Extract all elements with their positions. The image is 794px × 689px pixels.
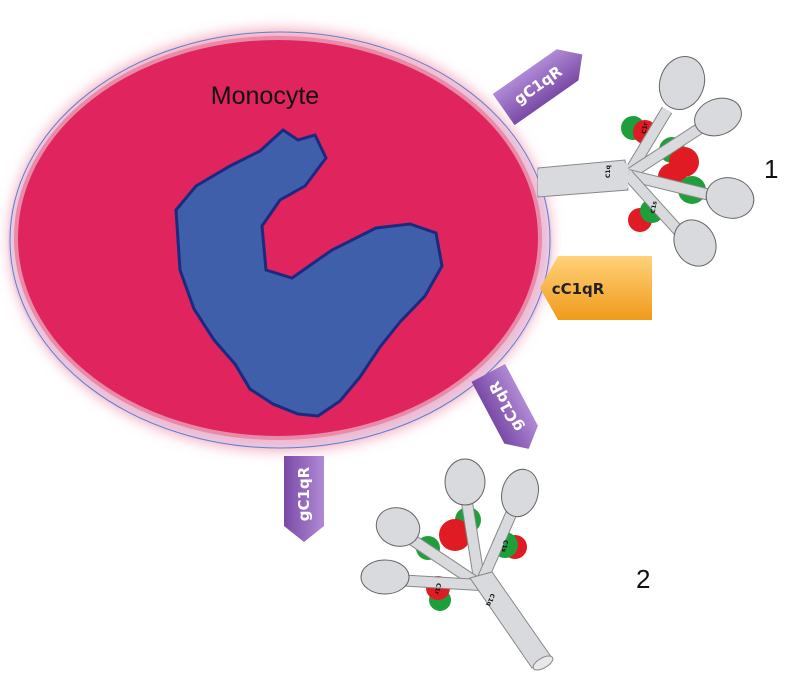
- complex2-c1r-label: C1r: [433, 582, 442, 595]
- nucleus: [174, 128, 444, 418]
- cc1qr-receptor: cC1qR: [540, 256, 652, 320]
- cell-membrane: [14, 36, 542, 440]
- cell-label: Monocyte: [211, 82, 319, 110]
- gc1qr-receptor-bottom: gC1qR: [284, 456, 324, 542]
- complex1-c1r-label: C1r: [641, 122, 650, 135]
- c1-complex-2: C1q C1r C1s 2: [360, 458, 650, 671]
- complex-2-number: 2: [636, 564, 650, 594]
- complex-1-number: 1: [764, 154, 778, 184]
- complex1-c1s-label: C1s: [650, 200, 659, 214]
- complex1-c1q-label: C1q: [605, 165, 612, 178]
- gc1qr-receptor-top: gC1qR: [492, 49, 583, 126]
- c1-complex-1: C1q C1r C1s 1: [537, 56, 778, 267]
- monocyte-cell: Monocyte: [8, 30, 552, 450]
- complex2-c1s-label: C1s: [500, 539, 509, 553]
- receptors-cc1qr-label: cC1qR: [552, 280, 605, 298]
- gc1qr-receptor-lower-right: gC1qR: [471, 363, 538, 449]
- receptors-gc1qr-bottom-label: gC1qR: [295, 466, 313, 521]
- complex2-c1q-label: C1q: [485, 592, 496, 606]
- cell-outline: [9, 31, 551, 449]
